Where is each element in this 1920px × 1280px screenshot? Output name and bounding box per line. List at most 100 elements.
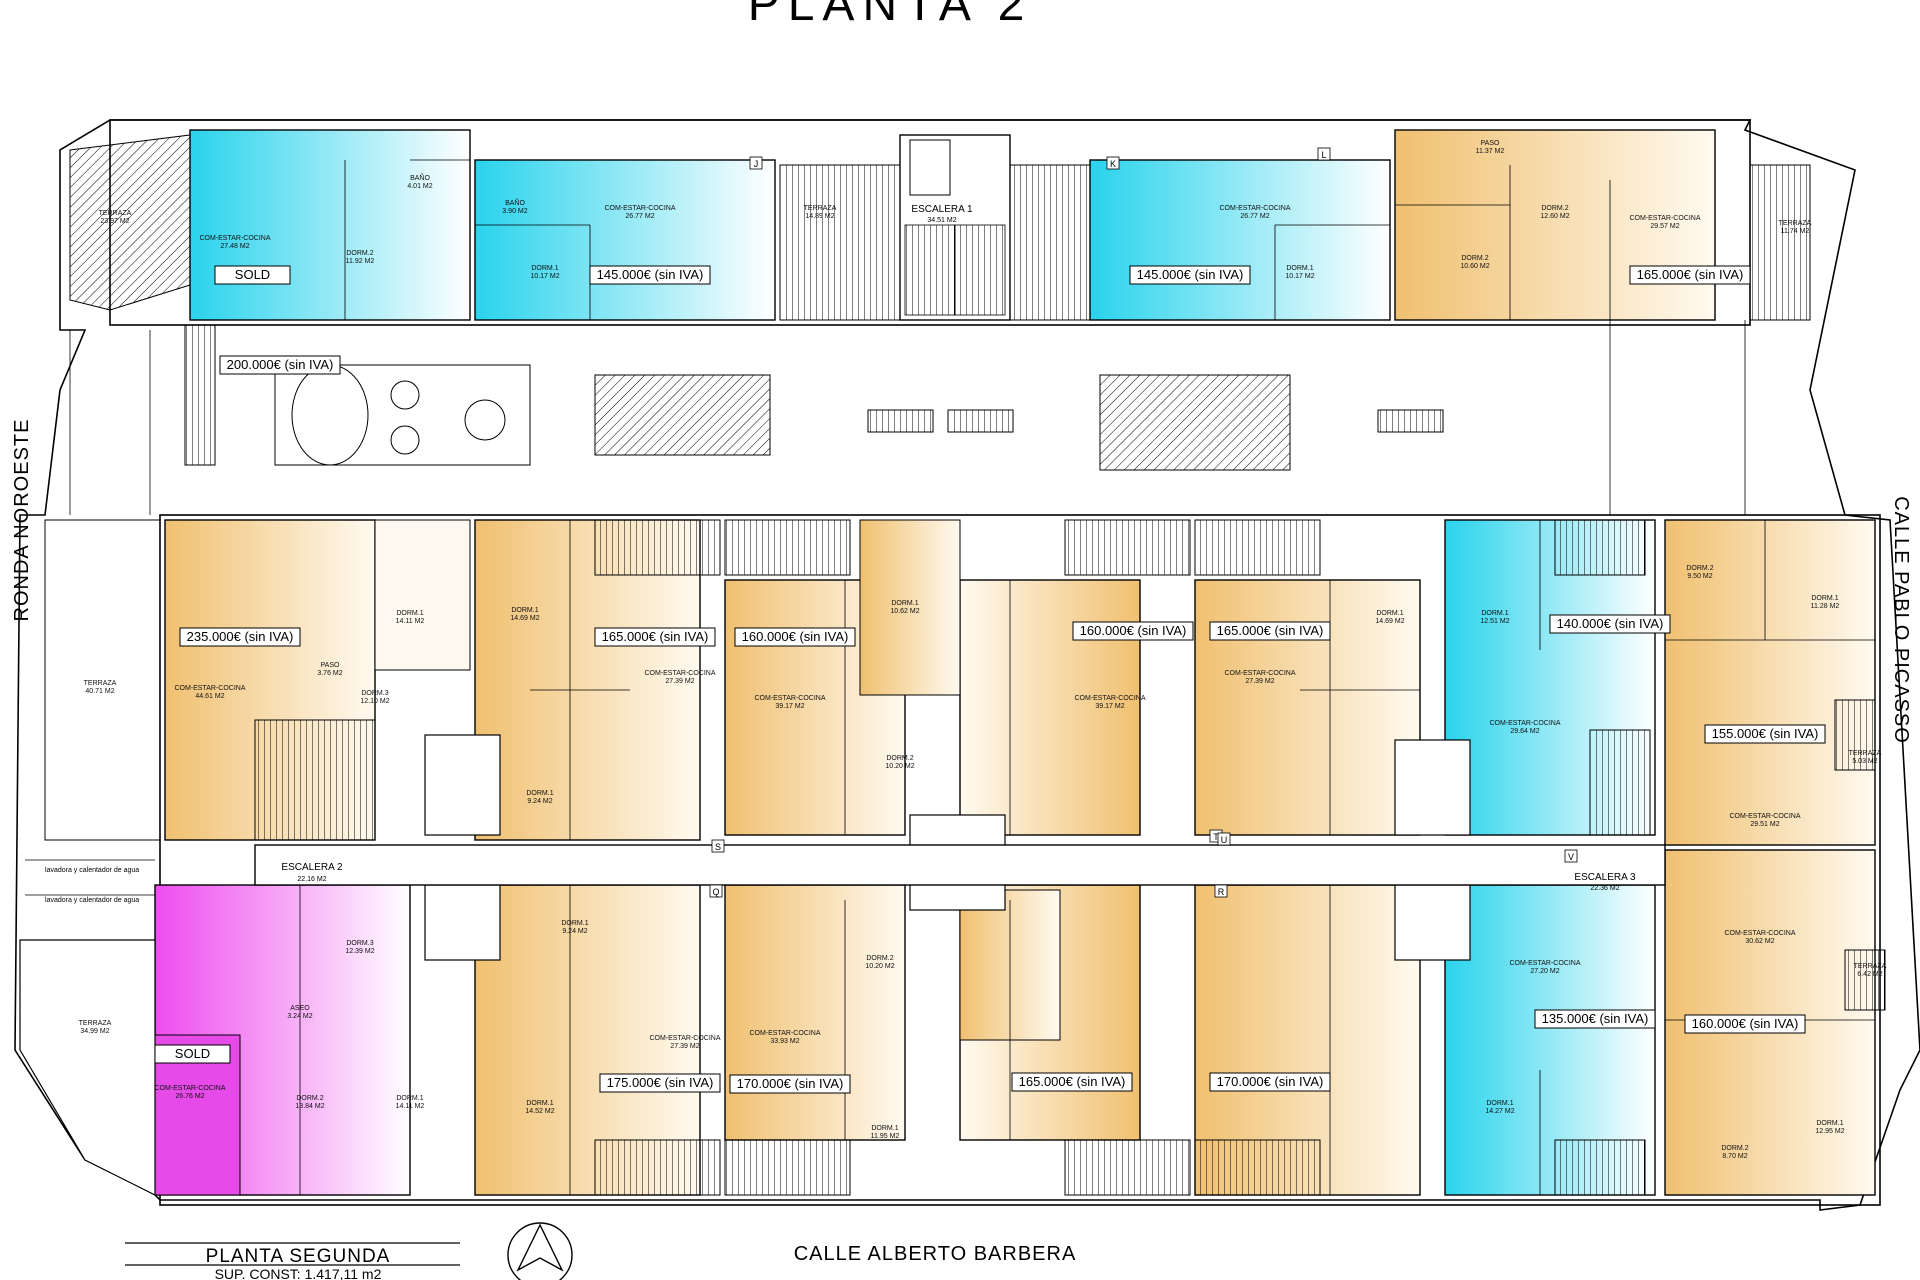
room-area: 12.39 M2	[345, 948, 374, 955]
room-name: BAÑO	[410, 173, 430, 182]
room-area: 40.71 M2	[85, 688, 114, 695]
room-area: 29.57 M2	[1650, 223, 1679, 230]
unit-u2[interactable]	[474, 159, 776, 321]
room-name: DORM.1	[1286, 265, 1313, 272]
room-name: COM-ESTAR-COCINA	[644, 670, 715, 677]
top-row	[69, 129, 1811, 321]
room-area: 9.24 M2	[562, 928, 587, 935]
price-text: 170.000€ (sin IVA)	[737, 1076, 844, 1091]
room-area: 10.60 M2	[1460, 263, 1489, 270]
room-area: 3.90 M2	[502, 208, 527, 215]
courtyard	[69, 320, 1746, 515]
letter-text: V	[1568, 852, 1574, 862]
room-name: TERRAZA	[804, 205, 837, 212]
price-label-u12: 155.000€ (sin IVA)	[1704, 724, 1826, 744]
letter-text: U	[1221, 835, 1228, 845]
price-text: 145.000€ (sin IVA)	[1137, 267, 1244, 282]
room-area: 9.50 M2	[1687, 573, 1712, 580]
price-label-u9: 160.000€ (sin IVA)	[1072, 621, 1194, 641]
price-text: 170.000€ (sin IVA)	[1217, 1074, 1324, 1089]
room-name: DORM.2	[1721, 1145, 1748, 1152]
room-name: COM-ESTAR-COCINA	[1074, 695, 1145, 702]
price-text: 135.000€ (sin IVA)	[1542, 1011, 1649, 1026]
price-text: 200.000€ (sin IVA)	[227, 357, 334, 372]
stair-1-name: ESCALERA 1	[911, 204, 973, 215]
room-name: DORM.1	[511, 607, 538, 614]
unit-u1[interactable]	[189, 129, 471, 321]
room-area: 11.92 M2	[346, 258, 375, 265]
letter-text: S	[715, 842, 721, 852]
room-name: DORM.1	[561, 920, 588, 927]
price-text: 160.000€ (sin IVA)	[1692, 1016, 1799, 1031]
price-label-u8: 160.000€ (sin IVA)	[734, 627, 856, 647]
room-name: TERRAZA	[1849, 750, 1882, 757]
room-area: 26.77 M2	[625, 213, 654, 220]
letter-text: Q	[712, 887, 719, 897]
price-label-u1: SOLD	[214, 265, 291, 285]
price-text: 145.000€ (sin IVA)	[597, 267, 704, 282]
stair-2-area: 22.16 M2	[297, 876, 326, 883]
price-label-u15: 170.000€ (sin IVA)	[729, 1074, 851, 1094]
terrace-top-2	[1009, 164, 1091, 321]
price-text: SOLD	[235, 267, 270, 282]
room-name: DORM.1	[396, 1095, 423, 1102]
price-label-u17: 170.000€ (sin IVA)	[1209, 1072, 1331, 1092]
price-text: 165.000€ (sin IVA)	[1019, 1074, 1126, 1089]
north-arrow-icon	[507, 1222, 573, 1280]
price-label-u18: 135.000€ (sin IVA)	[1534, 1009, 1656, 1029]
room-area: 29.64 M2	[1510, 728, 1539, 735]
room-area: 11.37 M2	[1476, 148, 1505, 155]
room-name: DORM.1	[871, 1125, 898, 1132]
stair-1-area: 34.51 M2	[927, 217, 956, 224]
letter-tag-l: L	[1317, 147, 1331, 161]
room-name: DORM.1	[526, 790, 553, 797]
room-area: 10.17 M2	[530, 273, 559, 280]
letter-tag-r: R	[1214, 884, 1228, 898]
room-area: 14.52 M2	[525, 1108, 554, 1115]
room-area: 10.17 M2	[1285, 273, 1314, 280]
room-name: COM-ESTAR-COCINA	[154, 1085, 225, 1092]
room-name: DORM.3	[346, 940, 373, 947]
room-name: DORM.2	[1541, 205, 1568, 212]
price-text: 175.000€ (sin IVA)	[607, 1075, 714, 1090]
room-name: COM-ESTAR-COCINA	[749, 1030, 820, 1037]
room-area: 4.01 M2	[407, 183, 432, 190]
unit-u12[interactable]	[1664, 519, 1876, 846]
price-text: 165.000€ (sin IVA)	[602, 629, 709, 644]
price-label-u10: 165.000€ (sin IVA)	[1209, 621, 1331, 641]
room-area: 26.77 M2	[1240, 213, 1269, 220]
room-area: 5.03 M2	[1852, 758, 1877, 765]
room-name: COM-ESTAR-COCINA	[199, 235, 270, 242]
room-area: 27.39 M2	[1245, 678, 1274, 685]
letter-tag-v: V	[1564, 849, 1578, 863]
unit-u4[interactable]	[1394, 129, 1716, 321]
unit-u15[interactable]	[724, 884, 906, 1141]
room-area: 27.48 M2	[220, 243, 249, 250]
price-label-u11: 140.000€ (sin IVA)	[1549, 614, 1671, 634]
room-name: DORM.2	[296, 1095, 323, 1102]
stair-labels: ESCALERA 1 34.51 M2 ESCALERA 2 22.16 M2 …	[281, 204, 1636, 892]
letter-text: K	[1110, 159, 1116, 169]
footer: PLANTA SEGUNDA SUP. CONST: 1.417,11 m2	[125, 1222, 573, 1280]
unit-u3[interactable]	[1089, 159, 1391, 321]
room-area: 11.74 M2	[1781, 228, 1810, 235]
room-area: 39.17 M2	[775, 703, 804, 710]
room-name: TERRAZA	[84, 680, 117, 687]
room-name: COM-ESTAR-COCINA	[1729, 813, 1800, 820]
room-area: 14.89 M2	[805, 213, 834, 220]
room-name: ASEO	[290, 1005, 310, 1012]
price-label-u6: 235.000€ (sin IVA)	[179, 627, 301, 647]
letter-text: L	[1321, 150, 1326, 160]
room-area: 12.60 M2	[1540, 213, 1569, 220]
letter-tag-j: J	[749, 156, 763, 170]
letter-tag-q: Q	[709, 884, 723, 898]
stair-3-area: 22.36 M2	[1590, 885, 1619, 892]
room-area: 14.69 M2	[510, 615, 539, 622]
price-label-u2: 145.000€ (sin IVA)	[589, 265, 711, 285]
terrace-top-1	[779, 164, 901, 321]
surface: SUP. CONST: 1.417,11 m2	[215, 1266, 382, 1280]
room-name: TERRAZA	[99, 210, 132, 217]
